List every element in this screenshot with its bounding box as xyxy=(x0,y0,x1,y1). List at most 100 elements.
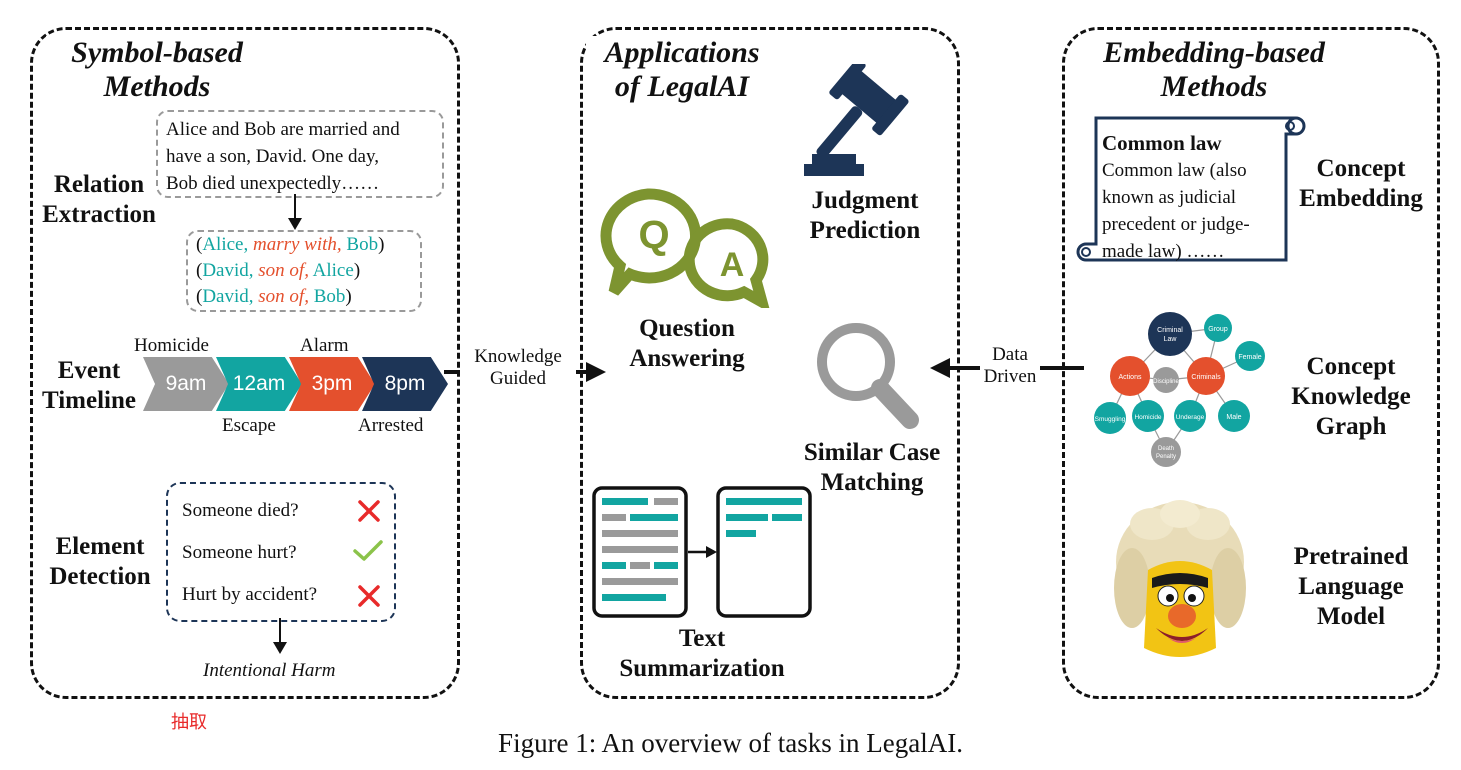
similar-case-matching-label: Similar Case Matching xyxy=(788,438,956,498)
scroll-line: known as judicial xyxy=(1102,187,1237,208)
node-underage xyxy=(1174,400,1206,432)
node-actions xyxy=(1110,356,1150,396)
scroll-line: made law) …… xyxy=(1102,241,1225,262)
judgment-line1: Judgment xyxy=(811,187,919,214)
relation-source-text-box xyxy=(156,110,444,198)
timeline-event-escape: Escape xyxy=(222,415,276,436)
element-label-line1: Element xyxy=(55,533,145,560)
triple-entity: Alice xyxy=(312,260,354,281)
symbol-title-line1: Symbol-based xyxy=(71,36,243,69)
embedding-title-line1: Embedding-based xyxy=(1103,36,1325,69)
concept-embedding-label: Concept Embedding xyxy=(1288,154,1434,214)
triple-entity: Bob xyxy=(313,286,346,307)
element-result: Intentional Harm xyxy=(203,660,336,681)
scroll-line: precedent or judge- xyxy=(1102,214,1250,235)
svg-text:Discipline: Discipline xyxy=(1153,379,1179,385)
node-group xyxy=(1204,314,1232,342)
relation-text-line3: Bob died unexpectedly…… xyxy=(166,173,380,194)
bert-puppet-icon xyxy=(1114,500,1246,657)
concept-knowledge-graph-label: Concept Knowledge Graph xyxy=(1278,352,1424,442)
element-question: Someone hurt? xyxy=(182,542,297,563)
node-male xyxy=(1218,400,1250,432)
element-question: Hurt by accident? xyxy=(182,584,318,605)
timeline-chevron-8pm: 8pm xyxy=(362,357,448,411)
svg-text:Criminal: Criminal xyxy=(1157,327,1183,334)
data-driven-label: Data Driven xyxy=(980,344,1040,388)
timeline-label-line1: Event xyxy=(57,357,121,384)
data-line1: Data xyxy=(980,344,1040,366)
triple-relation: son of, xyxy=(258,260,309,281)
q-letter-icon: Q xyxy=(638,213,669,257)
summarization-documents-icon xyxy=(592,486,812,618)
chinese-annotation: 抽取 xyxy=(171,712,207,733)
qa-line2: Answering xyxy=(629,345,745,372)
gavel-icon xyxy=(804,64,909,176)
relation-extraction-label: Relation Extraction xyxy=(34,170,164,230)
relation-label-line2: Extraction xyxy=(42,201,156,228)
figure-caption: Figure 1: An overview of tasks in LegalA… xyxy=(498,728,963,758)
symbol-based-panel xyxy=(30,27,460,699)
triple-relation: son of, xyxy=(258,286,309,307)
timeline-event-homicide: Homicide xyxy=(134,335,209,356)
node-discipline xyxy=(1153,367,1179,393)
concept-emb-line1: Concept xyxy=(1316,155,1406,182)
element-down-arrow xyxy=(273,618,287,654)
svg-text:Law: Law xyxy=(1164,336,1178,343)
relation-text-line1: Alice and Bob are married and xyxy=(166,119,400,140)
relation-text-line2: have a son, David. One day, xyxy=(166,146,379,167)
svg-text:Male: Male xyxy=(1226,414,1241,421)
relation-down-arrow xyxy=(288,194,302,230)
triple-relation: marry with, xyxy=(252,234,342,255)
plm-line2: Language xyxy=(1298,573,1404,600)
knowledge-guided-label: Knowledge Guided xyxy=(460,346,576,390)
relation-triples: (Alice, marry with, Bob) (David, son of,… xyxy=(196,232,384,310)
node-smuggling xyxy=(1094,402,1126,434)
triple-row: (David, son of, Bob) xyxy=(196,286,352,307)
triple-entity: Alice, xyxy=(202,234,249,255)
judgment-prediction-label: Judgment Prediction xyxy=(790,186,940,246)
knowledge-line2: Guided xyxy=(460,368,576,390)
concept-emb-line2: Embedding xyxy=(1299,185,1423,212)
svg-text:Death: Death xyxy=(1158,446,1174,452)
plm-line1: Pretrained xyxy=(1293,543,1409,570)
applications-title: Applications of LegalAI xyxy=(586,36,778,104)
symbol-methods-title: Symbol-based Methods xyxy=(46,36,268,104)
cross-icon xyxy=(358,500,380,522)
embedding-methods-title: Embedding-based Methods xyxy=(1078,36,1350,104)
symbol-title-line2: Methods xyxy=(103,70,211,103)
checkmark-icon xyxy=(353,540,383,561)
relation-triples-box xyxy=(186,230,422,312)
triple-entity: David, xyxy=(202,260,254,281)
svg-text:Criminals: Criminals xyxy=(1191,374,1221,381)
qa-bubbles-icon: Q A xyxy=(600,188,770,308)
node-death-penalty xyxy=(1151,437,1181,467)
timeline-chevron-3pm: 3pm xyxy=(289,357,375,411)
node-criminals xyxy=(1187,357,1225,395)
plm-line3: Model xyxy=(1316,603,1386,630)
ckg-line1: Concept xyxy=(1306,353,1396,380)
scroll-icon xyxy=(1076,116,1306,262)
knowledge-graph: Criminal Law Group Female Actions Discip… xyxy=(1094,312,1265,467)
node-female xyxy=(1235,341,1265,371)
element-label-line2: Detection xyxy=(49,563,151,590)
cross-icon xyxy=(358,585,380,607)
data-line2: Driven xyxy=(980,366,1040,388)
a-letter-icon: A xyxy=(720,246,745,284)
qa-line1: Question xyxy=(639,315,735,342)
relation-source-text: Alice and Bob are married and have a son… xyxy=(166,116,400,197)
scroll-line: Common law (also xyxy=(1102,160,1247,181)
judgment-line2: Prediction xyxy=(809,217,921,244)
similar-line2: Matching xyxy=(820,469,924,496)
scroll-text: Common law Common law (also known as jud… xyxy=(1102,130,1250,265)
timeline-chevron-12am: 12am xyxy=(216,357,302,411)
triple-row: (David, son of, Alice) xyxy=(196,260,361,281)
ckg-line2: Knowledge xyxy=(1291,383,1411,410)
timeline-label-line2: Timeline xyxy=(42,387,136,414)
question-answering-label: Question Answering xyxy=(612,314,762,374)
timeline-event-arrested: Arrested xyxy=(358,415,424,436)
knowledge-line1: Knowledge xyxy=(460,346,576,368)
embedding-title-line2: Methods xyxy=(1160,70,1268,103)
svg-text:Group: Group xyxy=(1208,326,1228,333)
node-homicide xyxy=(1132,400,1164,432)
timeline-chevron-9am: 9am xyxy=(143,357,229,411)
